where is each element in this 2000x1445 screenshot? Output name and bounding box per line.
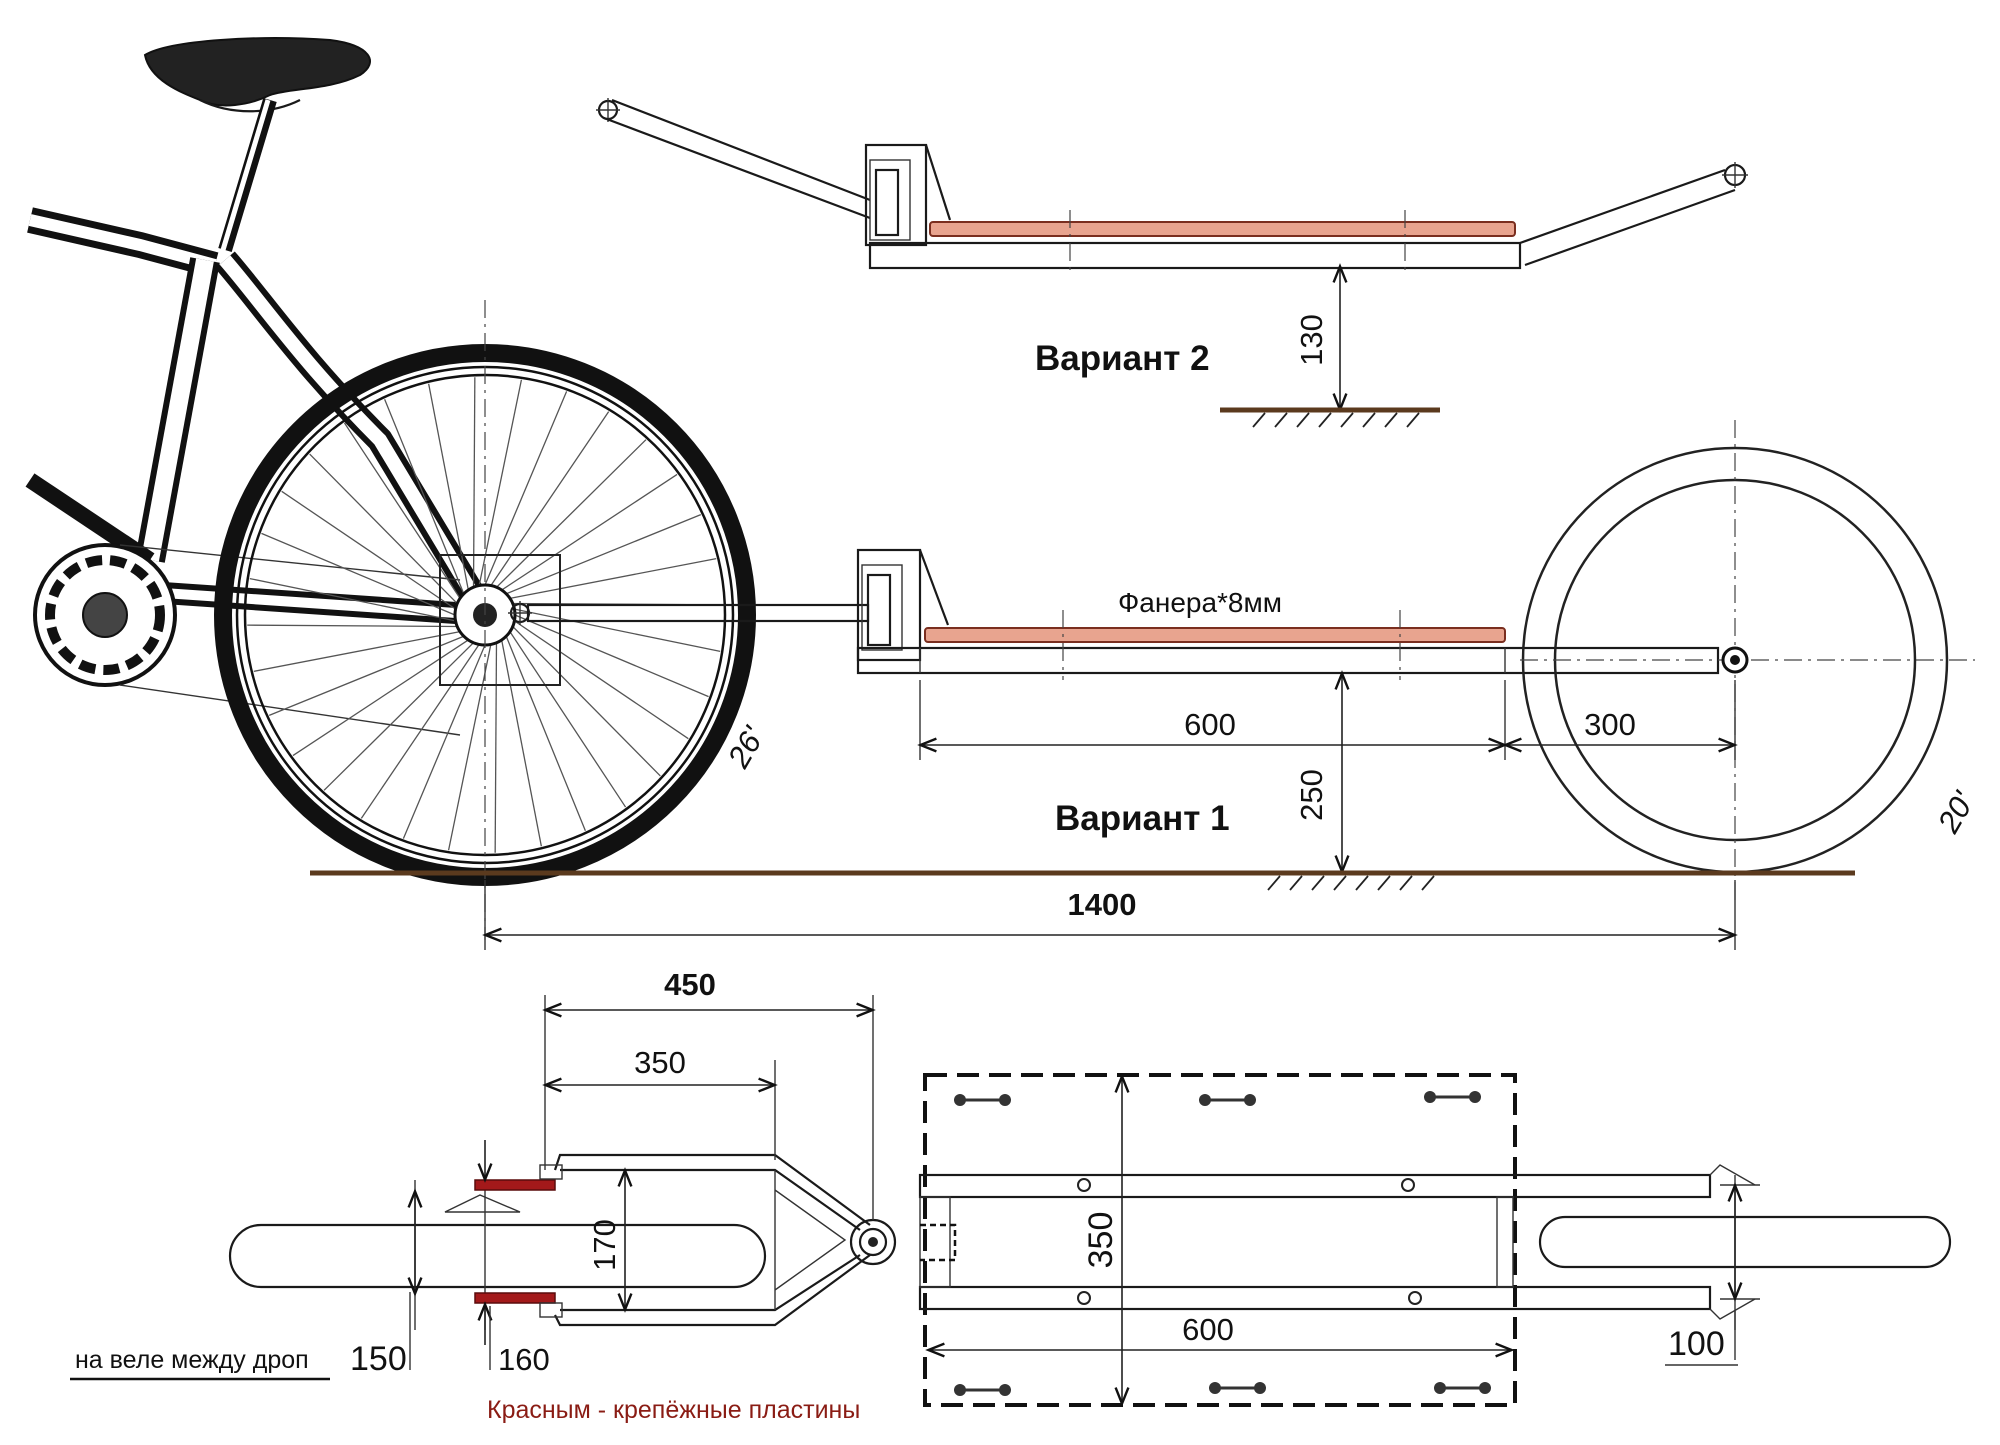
bicycle-rear (25, 37, 497, 736)
dim-total-1400: 1400 (1068, 887, 1137, 922)
plywood-v1 (924, 627, 1506, 643)
dim-drawbar-450: 450 (664, 967, 716, 1002)
dim-axle-100: 100 (1668, 1325, 1725, 1363)
dim-height-v1: 250 (1294, 769, 1329, 821)
variant-1-label: Вариант 1 (1055, 799, 1230, 838)
variant-2-trailer (596, 98, 1748, 428)
dim-platform-600: 600 (1184, 707, 1236, 742)
mount-plate-top (474, 1179, 556, 1191)
dim-plate-160: 160 (498, 1342, 550, 1377)
plywood-v2 (929, 221, 1516, 237)
platform-outline (923, 1073, 1517, 1407)
top-view (70, 995, 1952, 1407)
wheel-20-label: 20' (1930, 785, 1982, 839)
red-plates-note: Красным - крепёжные пластины (487, 1396, 860, 1424)
mount-plate-bottom (474, 1292, 556, 1304)
dim-platform-width-350: 350 (1082, 1212, 1120, 1269)
dim-drawbar-350: 350 (634, 1045, 686, 1080)
dim-yoke-170: 170 (587, 1219, 622, 1271)
dim-dropout-150: 150 (350, 1340, 407, 1378)
between-dropouts-note: на веле между дроп (75, 1346, 309, 1374)
dim-wheel-offset-300: 300 (1584, 707, 1636, 742)
plywood-label: Фанера*8мм (1118, 587, 1282, 618)
dim-platform-len-600: 600 (1182, 1312, 1234, 1347)
rear-wheel-26 (214, 300, 756, 940)
variant-1-trailer (310, 420, 1975, 950)
dim-height-v2: 130 (1294, 314, 1329, 366)
variant-2-label: Вариант 2 (1035, 339, 1210, 378)
